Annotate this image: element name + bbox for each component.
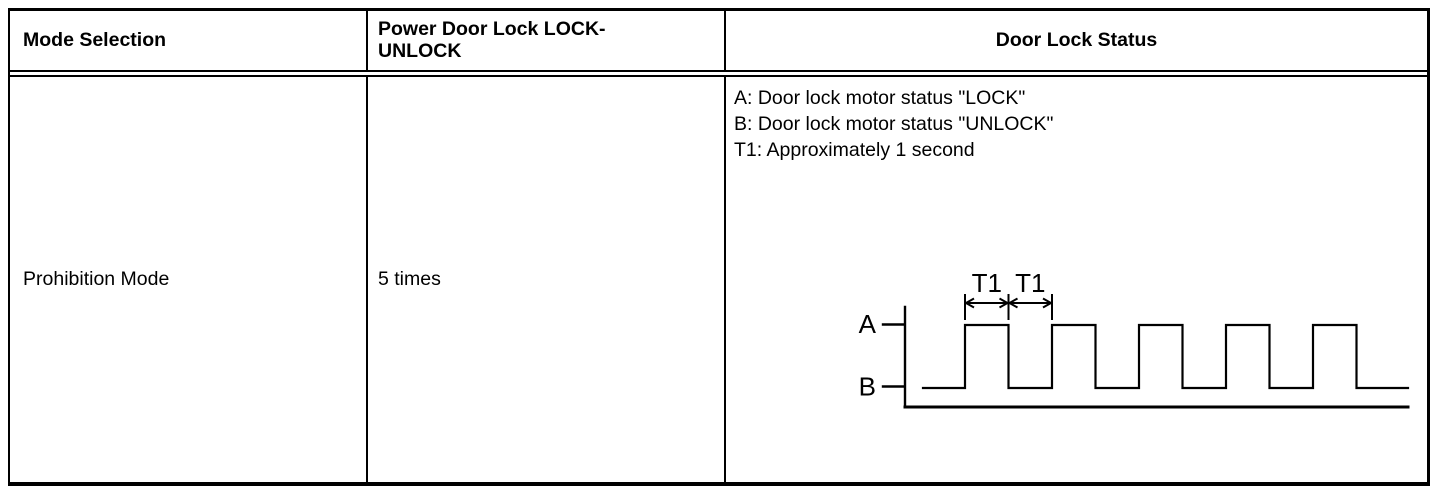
cell-power-door-lock: 5 times bbox=[366, 77, 724, 482]
header-door-lock-status: Door Lock Status bbox=[724, 11, 1427, 70]
dimension-group: T1 T1 bbox=[963, 268, 1054, 320]
cell-door-lock-status: A: Door lock motor status "LOCK" B: Door… bbox=[724, 77, 1427, 482]
table-header-row: Mode Selection Power Door Lock LOCK- UNL… bbox=[10, 11, 1427, 77]
mode-selection-value: Prohibition Mode bbox=[23, 268, 170, 290]
table-body-row: Prohibition Mode 5 times A: Door lock mo… bbox=[10, 77, 1427, 482]
waveform-low-label: B bbox=[859, 372, 876, 402]
pulse-train bbox=[921, 323, 1410, 390]
legend-line-b: B: Door lock motor status "UNLOCK" bbox=[734, 113, 1054, 135]
header-door-lock-status-label: Door Lock Status bbox=[995, 29, 1158, 51]
cell-mode-selection: Prohibition Mode bbox=[10, 77, 366, 482]
arrowhead-left-icon bbox=[963, 297, 975, 309]
arrowhead-right-icon bbox=[1042, 297, 1054, 309]
waveform-legend: A: Door lock motor status "LOCK" B: Door… bbox=[726, 77, 1427, 163]
dimension-label: T1 bbox=[1015, 268, 1045, 298]
waveform-high-label: A bbox=[859, 309, 877, 339]
header-power-door-lock-label: Power Door Lock LOCK- UNLOCK bbox=[378, 18, 606, 62]
header-mode-selection: Mode Selection bbox=[10, 11, 366, 70]
dimension-label: T1 bbox=[972, 268, 1002, 298]
power-door-lock-value: 5 times bbox=[378, 268, 441, 290]
legend-line-a: A: Door lock motor status "LOCK" bbox=[734, 87, 1026, 109]
header-power-door-lock: Power Door Lock LOCK- UNLOCK bbox=[366, 11, 724, 70]
header-mode-selection-label: Mode Selection bbox=[23, 29, 167, 51]
arrowhead-left-icon bbox=[1007, 297, 1018, 309]
legend-line-t1: T1: Approximately 1 second bbox=[734, 139, 975, 161]
door-lock-waveform-diagram: A B T1 T1 bbox=[859, 268, 1410, 409]
mode-selection-table: Mode Selection Power Door Lock LOCK- UNL… bbox=[8, 8, 1430, 486]
